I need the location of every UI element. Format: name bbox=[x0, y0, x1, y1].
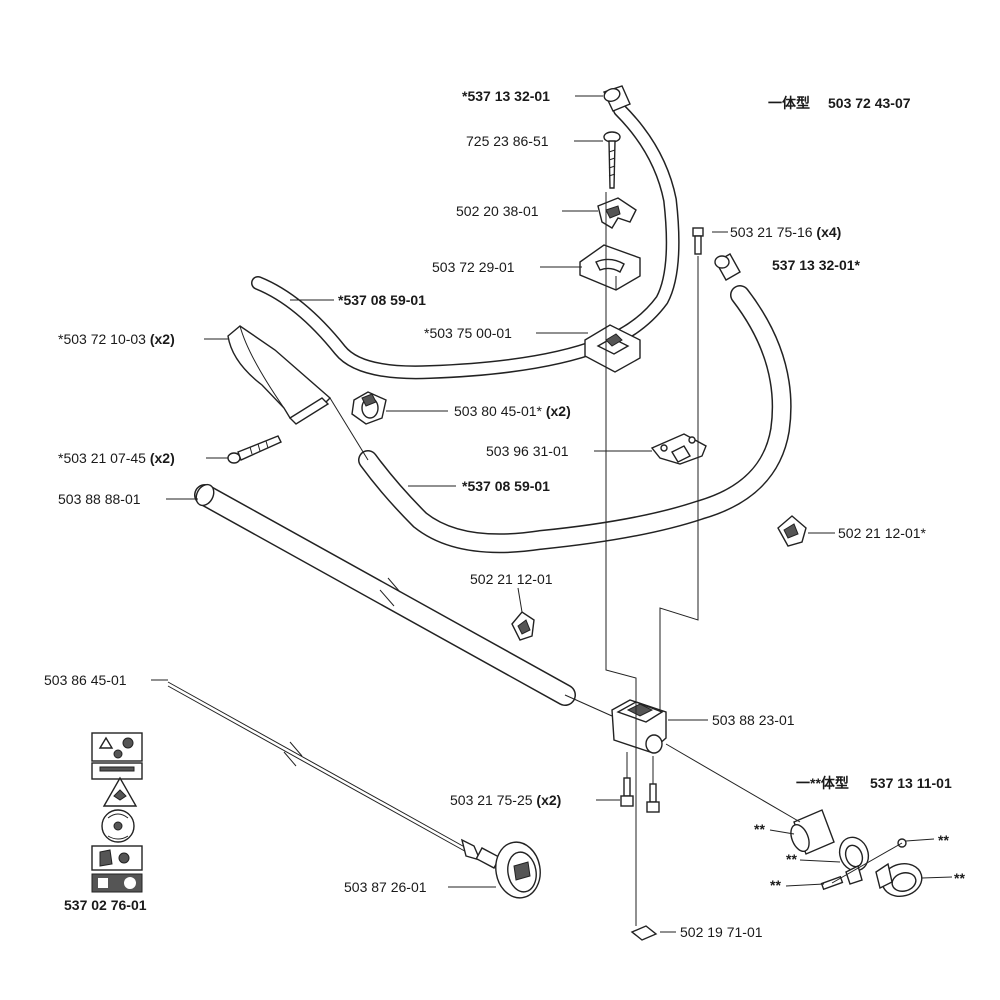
warning-triangle-icon bbox=[98, 736, 114, 749]
label-plate: 503 96 31-01 bbox=[486, 443, 569, 459]
label-bolt-top: 725 23 86-51 bbox=[466, 133, 549, 149]
assembly-kit: 一**体型 537 13 11-01 bbox=[796, 775, 952, 791]
label-bracket-center: *503 75 00-01 bbox=[424, 325, 512, 341]
kit-marker-2: ** bbox=[786, 851, 797, 867]
label-screw-x4: 503 21 75-16 (x4) bbox=[730, 224, 841, 240]
hand-icon bbox=[99, 849, 113, 867]
leader-lines bbox=[151, 95, 953, 933]
drive-shaft bbox=[167, 681, 471, 855]
label-handle-right: *537 08 59-01 bbox=[462, 478, 550, 494]
knob-right bbox=[777, 515, 807, 547]
clamp-upper bbox=[597, 197, 637, 229]
screws-x2-number: 503 21 75-25 bbox=[450, 792, 533, 808]
label-tube: 503 88 88-01 bbox=[58, 491, 141, 507]
clip-qty: (x2) bbox=[546, 403, 571, 419]
kit-marker-3: ** bbox=[770, 877, 781, 893]
assembly-kit-number: 537 13 11-01 bbox=[870, 775, 952, 791]
kit-marker-1: ** bbox=[754, 821, 765, 837]
guard-qty: (x2) bbox=[150, 331, 175, 347]
label-knob-right: 502 21 12-01* bbox=[838, 525, 927, 541]
clip-number: 503 80 45-01* bbox=[454, 403, 543, 419]
label-clamp-upper: 502 20 38-01 bbox=[456, 203, 539, 219]
clip bbox=[351, 391, 387, 425]
housing bbox=[611, 699, 667, 754]
label-grip-right: 537 13 32-01* bbox=[772, 257, 861, 273]
label-clamp-lower: 503 72 29-01 bbox=[432, 259, 515, 275]
handle-tube-right bbox=[358, 285, 792, 554]
label-screws-x2: 503 21 75-25 (x2) bbox=[450, 792, 561, 808]
label-drum: 503 87 26-01 bbox=[344, 879, 427, 895]
mount-plate bbox=[650, 433, 707, 465]
label-decal: 537 02 76-01 bbox=[64, 897, 147, 913]
label-shaft: 503 86 45-01 bbox=[44, 672, 127, 688]
clamp-lower bbox=[579, 244, 641, 291]
drum bbox=[460, 838, 541, 899]
screw-guard-number: *503 21 07-45 bbox=[58, 450, 146, 466]
screw-x4 bbox=[692, 227, 704, 255]
main-tube bbox=[194, 483, 576, 706]
label-nut: 502 19 71-01 bbox=[680, 924, 763, 940]
label-guard: *503 72 10-03 (x2) bbox=[58, 331, 175, 347]
kit-marker-5: ** bbox=[954, 870, 965, 886]
bolt-top bbox=[603, 131, 621, 189]
assembly-top-prefix: 一体型 bbox=[768, 95, 810, 111]
decal-sheet bbox=[91, 732, 143, 893]
guard-number: *503 72 10-03 bbox=[58, 331, 146, 347]
knob-mid bbox=[511, 611, 535, 641]
screws-x2-qty: (x2) bbox=[536, 792, 561, 808]
bracket-center bbox=[584, 324, 641, 373]
label-knob-mid: 502 21 12-01 bbox=[470, 571, 553, 587]
grip-cap-top bbox=[603, 85, 631, 112]
label-housing: 503 88 23-01 bbox=[712, 712, 795, 728]
ear-protection-icon bbox=[113, 749, 123, 759]
label-grip-top: *537 13 32-01 bbox=[462, 88, 550, 104]
screw-x4-qty: (x4) bbox=[816, 224, 841, 240]
assembly-top: 一体型 503 72 43-07 bbox=[768, 95, 911, 111]
eye-protection-icon bbox=[122, 737, 134, 749]
grip-cap-right bbox=[714, 253, 741, 281]
screw-guard-qty: (x2) bbox=[150, 450, 175, 466]
boot-icon bbox=[98, 878, 108, 888]
kit-marker-4: ** bbox=[938, 832, 949, 848]
nut bbox=[630, 925, 658, 941]
label-clip: 503 80 45-01* (x2) bbox=[454, 403, 571, 419]
label-screw-guard: *503 21 07-45 (x2) bbox=[58, 450, 175, 466]
handle-guard bbox=[227, 325, 332, 425]
screw-x4-number: 503 21 75-16 bbox=[730, 224, 813, 240]
label-handle-left: *537 08 59-01 bbox=[338, 292, 426, 308]
kit-parts bbox=[790, 809, 923, 897]
assembly-kit-prefix: 一**体型 bbox=[796, 775, 849, 791]
assembly-top-number: 503 72 43-07 bbox=[828, 95, 911, 111]
screw-guard bbox=[227, 435, 282, 464]
